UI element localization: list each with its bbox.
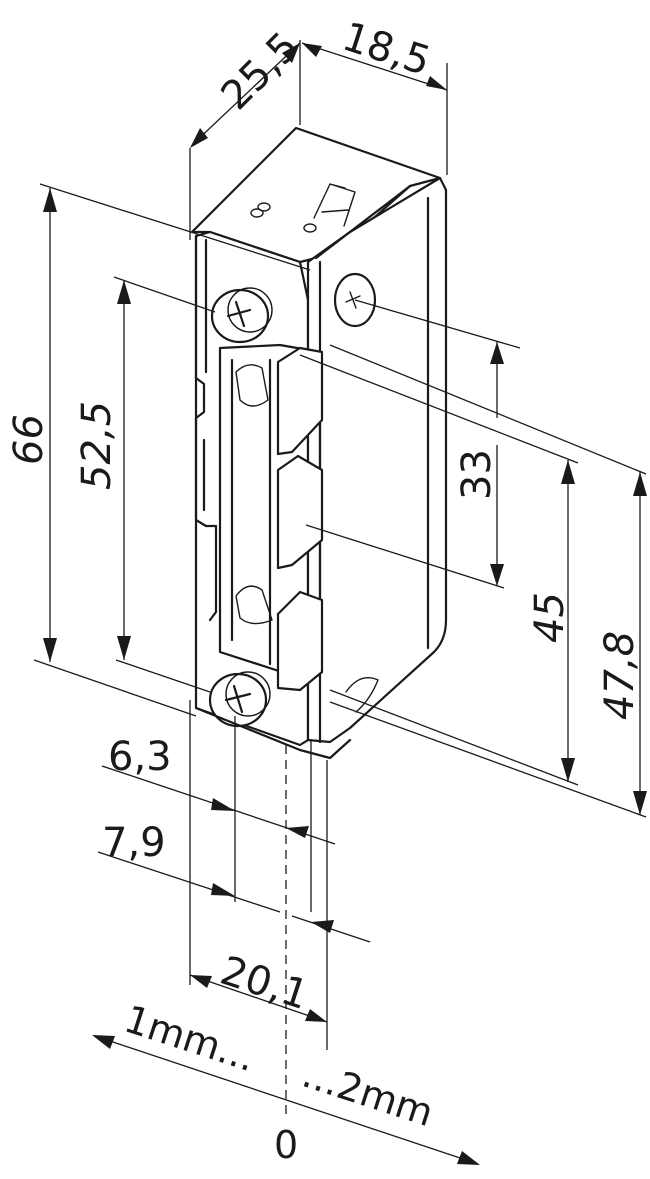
extension-lines	[33, 40, 647, 1115]
dim-depth-top: 25,5	[213, 24, 309, 120]
adjust-right-label: ...2mm	[297, 1052, 438, 1135]
middle-latch	[276, 454, 324, 570]
dim-offset-screw-zero: 7,9	[102, 820, 166, 866]
upper-latch-roller	[235, 364, 269, 407]
door-strike-body	[190, 126, 448, 760]
dim-faceplate-inner: 45	[527, 592, 573, 643]
dim-height-total: 66	[6, 414, 52, 465]
lower-latch	[276, 590, 324, 692]
hole	[257, 202, 271, 212]
lower-latch-roller	[235, 585, 273, 625]
dim-faceplate-outer: 47,8	[597, 631, 643, 720]
faceplate	[306, 176, 448, 744]
dimension-lines	[43, 42, 647, 1165]
housing-bottom-edge	[194, 706, 352, 760]
mounting-rail	[194, 234, 218, 622]
hole	[303, 223, 317, 233]
bottom-notch	[345, 677, 379, 713]
dim-screw-spacing: 52,5	[74, 401, 120, 490]
dim-overall-depth: 20,1	[215, 948, 314, 1019]
upper-latch	[276, 346, 324, 456]
dim-width-top: 18,5	[337, 14, 436, 85]
dim-offset-screw-latch: 6,3	[108, 734, 172, 780]
upper-screw	[210, 287, 273, 344]
adjust-zero-label: 0	[274, 1123, 298, 1167]
hole	[250, 208, 264, 218]
dim-latch-height: 33	[454, 449, 500, 500]
top-slot	[313, 183, 356, 227]
